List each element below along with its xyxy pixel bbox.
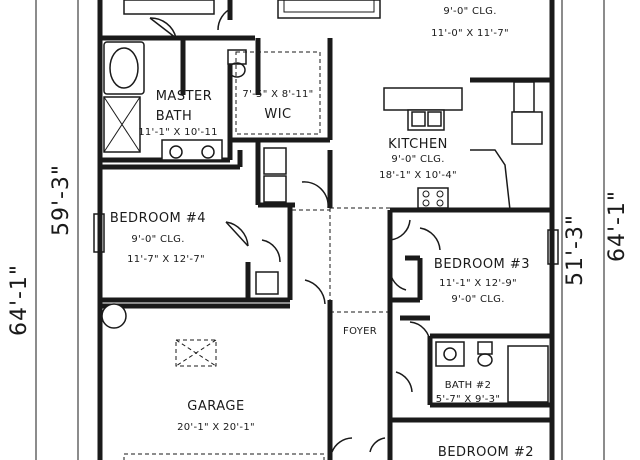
wic-label: WIC (264, 107, 291, 122)
bedroom2-label: BEDROOM #2 (438, 445, 534, 460)
master-bath-label-2: BATH (156, 109, 193, 124)
fixtures (93, 0, 559, 460)
wic-size: 7'-5" X 8'-11" (242, 89, 313, 100)
right-outer-dimension: 64'-1" (605, 190, 630, 262)
bedroom4-ceiling: 9'-0" CLG. (131, 234, 184, 245)
kitchen-ceiling: 9'-0" CLG. (391, 154, 444, 165)
dimension-labels: 64'-1" 59'-3" 51'-3" 64'-1" (7, 164, 630, 336)
master-bath-label-1: MASTER (156, 89, 213, 104)
bath2-label: BATH #2 (445, 380, 492, 391)
dimension-lines (35, 0, 605, 460)
interior-walls (100, 0, 552, 460)
garage-label: GARAGE (187, 399, 244, 414)
garage-size: 20'-1" X 20'-1" (177, 422, 255, 433)
room-labels: 9'-0" CLG. 11'-0" X 11'-7" MASTER BATH 1… (110, 6, 534, 460)
kitchen-label: KITCHEN (388, 137, 448, 152)
left-inner-dimension: 59'-3" (49, 164, 74, 236)
bedroom3-label: BEDROOM #3 (434, 257, 530, 272)
doors (149, 7, 441, 453)
bath2-size: 5'-7" X 9'-3" (436, 394, 500, 405)
foyer-label: FOYER (343, 326, 377, 337)
top-right-size: 11'-0" X 11'-7" (431, 28, 509, 39)
top-right-ceiling: 9'-0" CLG. (443, 6, 496, 17)
exterior-walls (97, 0, 555, 460)
bedroom4-size: 11'-7" X 12'-7" (127, 254, 205, 265)
right-inner-dimension: 51'-3" (563, 214, 588, 286)
bedroom3-size: 11'-1" X 12'-9" (439, 278, 517, 289)
master-bath-size: 11'-1" X 10'-11 (138, 127, 218, 138)
bedroom4-label: BEDROOM #4 (110, 211, 206, 226)
bedroom3-ceiling: 9'-0" CLG. (451, 294, 504, 305)
left-outer-dimension: 64'-1" (7, 264, 32, 336)
kitchen-size: 18'-1" X 10'-4" (379, 170, 457, 181)
